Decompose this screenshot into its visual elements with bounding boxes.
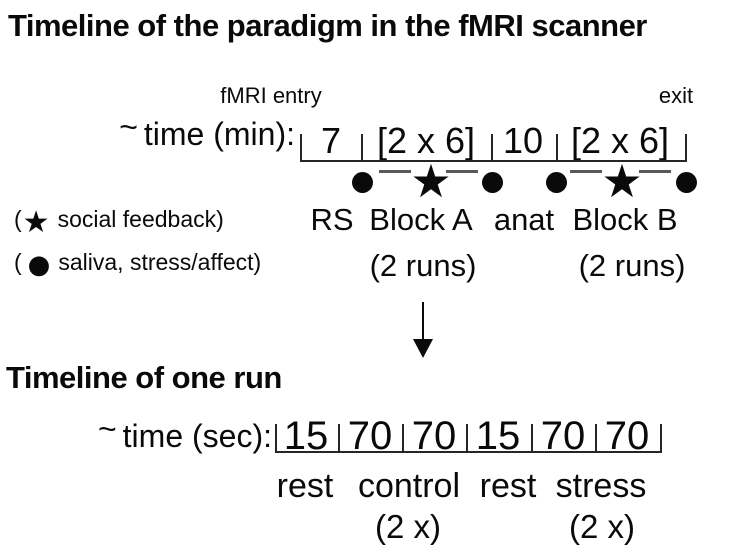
- event-rs: RS: [310, 202, 354, 237]
- saliva-dot-icon: [676, 172, 697, 193]
- run-duration-2: 70: [347, 414, 393, 458]
- tick-mark: [685, 134, 687, 162]
- tick-mark: [338, 424, 340, 453]
- tick-mark: [595, 424, 597, 453]
- feedback-span-dash: [446, 170, 478, 173]
- phase-stress: stress: [555, 467, 647, 505]
- minutes-axis-text: time (min):: [143, 116, 295, 152]
- tick-mark: [556, 134, 558, 162]
- run-duration-3: 70: [411, 414, 457, 458]
- legend-social-feedback-text: social feedback): [57, 206, 224, 232]
- tick-mark: [531, 424, 533, 453]
- run-axis-line: [275, 451, 662, 453]
- tick-mark: [660, 424, 662, 453]
- minutes-axis-label: ~time (min):: [119, 109, 295, 153]
- fmri-entry-label: fMRI entry: [220, 83, 322, 108]
- saliva-dot-icon: [482, 172, 503, 193]
- down-arrow-icon: [413, 339, 433, 358]
- phase-rest-1: rest: [276, 467, 334, 505]
- event-block-a: Block A: [369, 202, 473, 237]
- tick-mark: [361, 134, 363, 162]
- duration-rs: 7: [320, 120, 342, 161]
- tick-mark: [275, 424, 277, 453]
- legend-open-paren: (: [14, 206, 22, 232]
- block-b-runs: (2 runs): [578, 248, 686, 283]
- run-duration-4: 15: [475, 414, 521, 458]
- legend-saliva-text: saliva, stress/affect): [58, 249, 262, 275]
- block-a-runs: (2 runs): [369, 248, 477, 283]
- tick-mark: [466, 424, 468, 453]
- saliva-dot-icon: [352, 172, 373, 193]
- scanner-axis-line: [300, 160, 687, 162]
- legend-open-paren: (: [14, 249, 22, 275]
- feedback-span-dash: [379, 170, 411, 173]
- social-feedback-star-icon: ★: [601, 154, 643, 208]
- phase-rest-2: rest: [479, 467, 537, 505]
- event-anat: anat: [493, 202, 555, 237]
- arrow-shaft: [422, 302, 424, 342]
- approx-tilde: ~: [97, 411, 117, 447]
- duration-block-a: [2 x 6]: [376, 120, 476, 161]
- control-repeat: (2 x): [375, 508, 441, 545]
- phase-control: control: [357, 467, 461, 505]
- feedback-span-dash: [570, 170, 602, 173]
- seconds-axis-label: ~time (sec):: [98, 411, 272, 455]
- duration-anat: 10: [502, 120, 544, 161]
- tick-mark: [300, 134, 302, 162]
- duration-block-b: [2 x 6]: [570, 120, 670, 161]
- event-block-b: Block B: [572, 202, 678, 237]
- social-feedback-star-icon: ★: [410, 154, 452, 208]
- star-icon: ★: [22, 205, 50, 240]
- run-timeline-title: Timeline of one run: [6, 360, 282, 395]
- dot-icon: ●: [27, 250, 51, 280]
- feedback-span-dash: [639, 170, 671, 173]
- run-duration-5: 70: [540, 414, 586, 458]
- approx-tilde: ~: [119, 109, 138, 145]
- tick-mark: [402, 424, 404, 453]
- exit-label: exit: [658, 83, 694, 108]
- run-duration-6: 70: [604, 414, 650, 458]
- run-duration-1: 15: [283, 414, 329, 458]
- saliva-dot-icon: [546, 172, 567, 193]
- stress-repeat: (2 x): [569, 508, 635, 545]
- legend-saliva: (● saliva, stress/affect): [14, 249, 262, 278]
- seconds-axis-text: time (sec):: [122, 418, 272, 454]
- legend-social-feedback: (★ social feedback): [14, 206, 224, 238]
- scanner-timeline-title: Timeline of the paradigm in the fMRI sca…: [8, 8, 647, 43]
- tick-mark: [491, 134, 493, 162]
